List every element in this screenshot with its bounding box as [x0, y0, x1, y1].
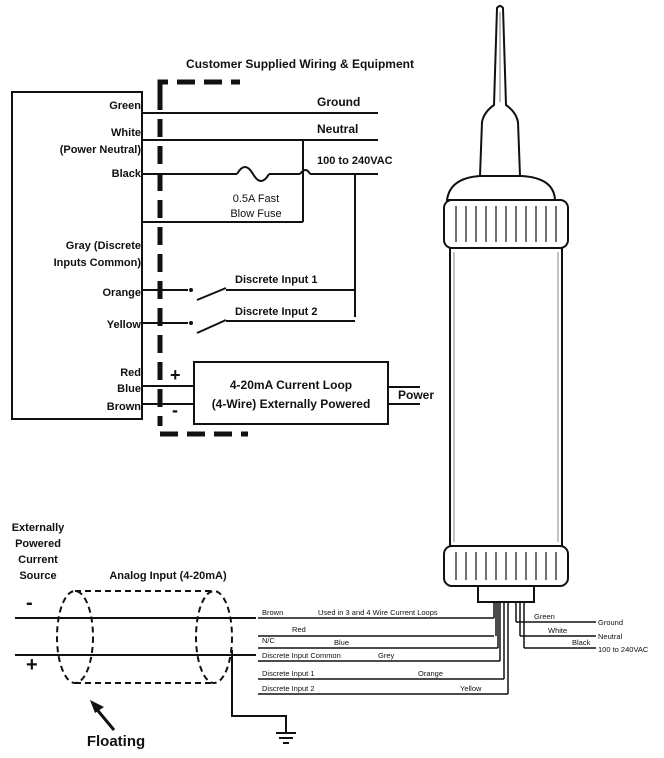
- analog-input-title: Analog Input (4-20mA): [109, 570, 227, 582]
- loop-plus-sign: +: [170, 365, 181, 385]
- cable-di1-label: Discrete Input 1: [262, 669, 315, 678]
- discrete-input-1-label: Discrete Input 1: [235, 274, 318, 286]
- loop-minus-sign: -: [172, 400, 178, 420]
- cable-green-label: Green: [534, 612, 555, 621]
- terminal-orange-label: Orange: [102, 287, 141, 299]
- source-label-4: Source: [19, 570, 56, 582]
- terminal-yellow-label: Yellow: [107, 319, 142, 331]
- switch-contact: [189, 288, 193, 292]
- fuse-label-2: Blow Fuse: [230, 208, 281, 220]
- fuse-label-1: 0.5A Fast: [233, 193, 279, 205]
- floating-label: Floating: [87, 733, 145, 750]
- cable-blue-label: Blue: [334, 638, 349, 647]
- cable-loops-note: Used in 3 and 4 Wire Current Loops: [318, 608, 438, 617]
- source-label-3: Current: [18, 554, 58, 566]
- cable-common-label: Discrete Input Common: [262, 651, 341, 660]
- terminal-gray-label-2: Inputs Common): [54, 257, 142, 269]
- terminal-power-neutral-label: (Power Neutral): [60, 144, 142, 156]
- floating-arrow: [90, 700, 116, 731]
- cable-red-label: Red: [292, 625, 306, 634]
- cable-di2-label: Discrete Input 2: [262, 684, 315, 693]
- customer-boundary: [157, 79, 248, 437]
- analog-plus-sign: +: [26, 654, 38, 676]
- header-title: Customer Supplied Wiring & Equipment: [186, 57, 414, 71]
- analog-minus-sign: -: [26, 592, 33, 614]
- cable-voltage-label: 100 to 240VAC: [598, 645, 649, 654]
- current-loop-label-2: (4-Wire) Externally Powered: [212, 397, 371, 411]
- terminal-block: [11, 91, 143, 420]
- cable-brown-label: Brown: [262, 608, 283, 617]
- switch-contact: [189, 321, 193, 325]
- cable-yellow-label: Yellow: [460, 684, 482, 693]
- loop-power-label: Power: [398, 388, 434, 402]
- terminal-brown-label: Brown: [107, 401, 142, 413]
- source-label-1: Externally: [12, 522, 65, 534]
- cable-white-label: White: [548, 626, 567, 635]
- terminal-gray-label-1: Gray (Discrete: [66, 240, 141, 252]
- supply-neutral-label: Neutral: [317, 122, 358, 136]
- terminal-blue-label: Blue: [117, 383, 141, 395]
- device-illustration: [443, 5, 569, 603]
- cable-nc-label: N/C: [262, 636, 276, 645]
- supply-wires: [142, 112, 420, 405]
- cable-neutral-label: Neutral: [598, 632, 623, 641]
- terminal-white-label: White: [111, 127, 141, 139]
- cable-wires: [258, 602, 596, 695]
- cable-black-label: Black: [572, 638, 591, 647]
- floating-shield: [56, 590, 233, 684]
- terminal-black-label: Black: [112, 168, 142, 180]
- cable-ground-label: Ground: [598, 618, 623, 627]
- supply-voltage-label: 100 to 240VAC: [317, 155, 393, 167]
- cable-orange-label: Orange: [418, 669, 443, 678]
- current-loop-label-1: 4-20mA Current Loop: [230, 378, 352, 392]
- cable-grey-label: Grey: [378, 651, 395, 660]
- device-body: [449, 247, 563, 547]
- supply-ground-label: Ground: [317, 95, 360, 109]
- current-loop-box: [193, 361, 389, 425]
- terminal-green-label: Green: [109, 100, 141, 112]
- analog-wires: [15, 617, 296, 744]
- discrete-input-2-label: Discrete Input 2: [235, 306, 318, 318]
- source-label-2: Powered: [15, 538, 61, 550]
- terminal-red-label: Red: [120, 367, 141, 379]
- cable-gland: [477, 585, 535, 603]
